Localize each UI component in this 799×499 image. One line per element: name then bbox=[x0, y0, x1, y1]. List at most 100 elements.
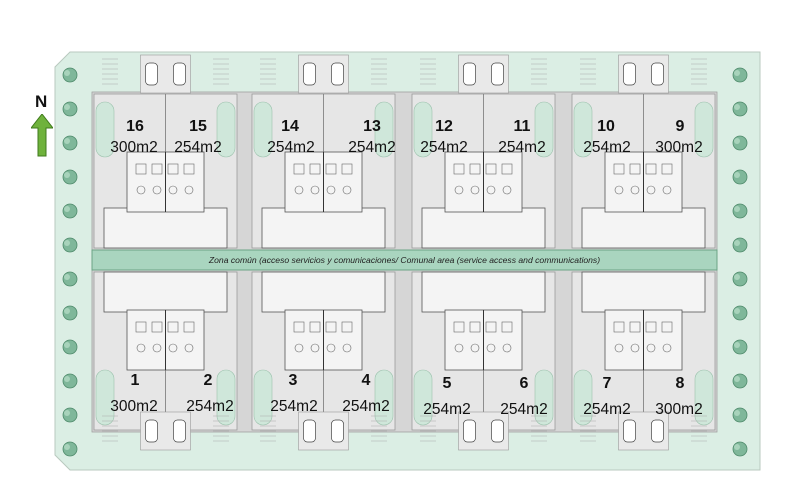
room-detail bbox=[325, 321, 337, 333]
lawn-strip bbox=[95, 101, 115, 158]
lot-area: 254m2 bbox=[423, 401, 471, 418]
lot-area: 254m2 bbox=[270, 398, 318, 415]
fixture-detail bbox=[454, 343, 464, 353]
tree-icon bbox=[732, 305, 748, 321]
tree-icon bbox=[62, 135, 78, 151]
car-icon bbox=[303, 419, 316, 443]
lot-area: 254m2 bbox=[348, 139, 396, 156]
north-label: N bbox=[35, 92, 48, 111]
car-icon bbox=[491, 419, 504, 443]
lawn-strip bbox=[694, 101, 714, 158]
lot-number: 9 bbox=[675, 118, 685, 135]
lot-area: 300m2 bbox=[110, 398, 158, 415]
house-footprint bbox=[103, 207, 228, 249]
room-detail bbox=[629, 163, 641, 175]
room-detail bbox=[501, 163, 513, 175]
fixture-detail bbox=[614, 343, 624, 353]
lot-number: 11 bbox=[513, 118, 531, 135]
room-detail bbox=[661, 163, 673, 175]
tree-icon bbox=[732, 271, 748, 287]
lot-number: 15 bbox=[189, 118, 207, 135]
fixture-detail bbox=[630, 185, 640, 195]
room-detail bbox=[341, 163, 353, 175]
car-icon bbox=[303, 62, 316, 86]
lot-area: 254m2 bbox=[186, 398, 234, 415]
room-detail bbox=[501, 321, 513, 333]
room-detail bbox=[151, 321, 163, 333]
room-detail bbox=[135, 163, 147, 175]
lot-number: 16 bbox=[126, 118, 144, 135]
car-icon bbox=[145, 62, 158, 86]
lawn-strip bbox=[413, 101, 433, 158]
tree-icon bbox=[62, 67, 78, 83]
tree-icon bbox=[62, 407, 78, 423]
car-icon bbox=[623, 62, 636, 86]
tree-icon bbox=[62, 441, 78, 457]
lot-number: 3 bbox=[288, 372, 298, 389]
fixture-detail bbox=[486, 343, 496, 353]
room-detail bbox=[293, 321, 305, 333]
lot-number: 7 bbox=[602, 375, 612, 392]
common-area-band bbox=[91, 249, 718, 271]
tree-icon bbox=[732, 203, 748, 219]
tree-icon bbox=[62, 305, 78, 321]
lot-number: 12 bbox=[435, 118, 453, 135]
room-detail bbox=[485, 321, 497, 333]
tree-icon bbox=[732, 101, 748, 117]
fixture-detail bbox=[342, 343, 352, 353]
lot-area: 254m2 bbox=[342, 398, 390, 415]
house-footprint bbox=[261, 207, 386, 249]
fixture-detail bbox=[646, 185, 656, 195]
fixture-detail bbox=[294, 185, 304, 195]
lot-number: 1 bbox=[130, 372, 140, 389]
lawn-strip bbox=[573, 369, 593, 426]
house-footprint bbox=[421, 207, 546, 249]
car-icon bbox=[651, 62, 664, 86]
fixture-detail bbox=[184, 185, 194, 195]
tree-icon bbox=[732, 67, 748, 83]
room-detail bbox=[469, 321, 481, 333]
fixture-detail bbox=[630, 343, 640, 353]
fixture-detail bbox=[454, 185, 464, 195]
lot-area: 254m2 bbox=[583, 401, 631, 418]
car-icon bbox=[331, 419, 344, 443]
fixture-detail bbox=[152, 185, 162, 195]
room-detail bbox=[167, 163, 179, 175]
car-icon bbox=[463, 419, 476, 443]
lawn-strip bbox=[216, 101, 236, 158]
fixture-detail bbox=[310, 343, 320, 353]
room-detail bbox=[309, 163, 321, 175]
room-detail bbox=[453, 321, 465, 333]
lawn-strip bbox=[253, 101, 273, 158]
car-icon bbox=[173, 419, 186, 443]
car-icon bbox=[331, 62, 344, 86]
fixture-detail bbox=[502, 185, 512, 195]
lawn-strip bbox=[216, 369, 236, 426]
lawn-strip bbox=[534, 101, 554, 158]
room-detail bbox=[341, 321, 353, 333]
fixture-detail bbox=[310, 185, 320, 195]
lot-number: 6 bbox=[519, 375, 529, 392]
room-detail bbox=[645, 163, 657, 175]
fixture-detail bbox=[168, 185, 178, 195]
lot-area: 254m2 bbox=[500, 401, 548, 418]
room-detail bbox=[645, 321, 657, 333]
tree-icon bbox=[732, 135, 748, 151]
car-icon bbox=[491, 62, 504, 86]
fixture-detail bbox=[502, 343, 512, 353]
room-detail bbox=[135, 321, 147, 333]
room-detail bbox=[613, 163, 625, 175]
house-footprint bbox=[103, 271, 228, 313]
lawn-strip bbox=[534, 369, 554, 426]
fixture-detail bbox=[470, 343, 480, 353]
house-footprint bbox=[261, 271, 386, 313]
lot-area: 300m2 bbox=[110, 139, 158, 156]
lawn-strip bbox=[95, 369, 115, 426]
lot-area: 254m2 bbox=[498, 139, 546, 156]
house-footprint bbox=[581, 207, 706, 249]
lot-number: 5 bbox=[442, 375, 452, 392]
tree-icon bbox=[62, 339, 78, 355]
tree-icon bbox=[732, 373, 748, 389]
north-compass: N bbox=[28, 92, 58, 162]
